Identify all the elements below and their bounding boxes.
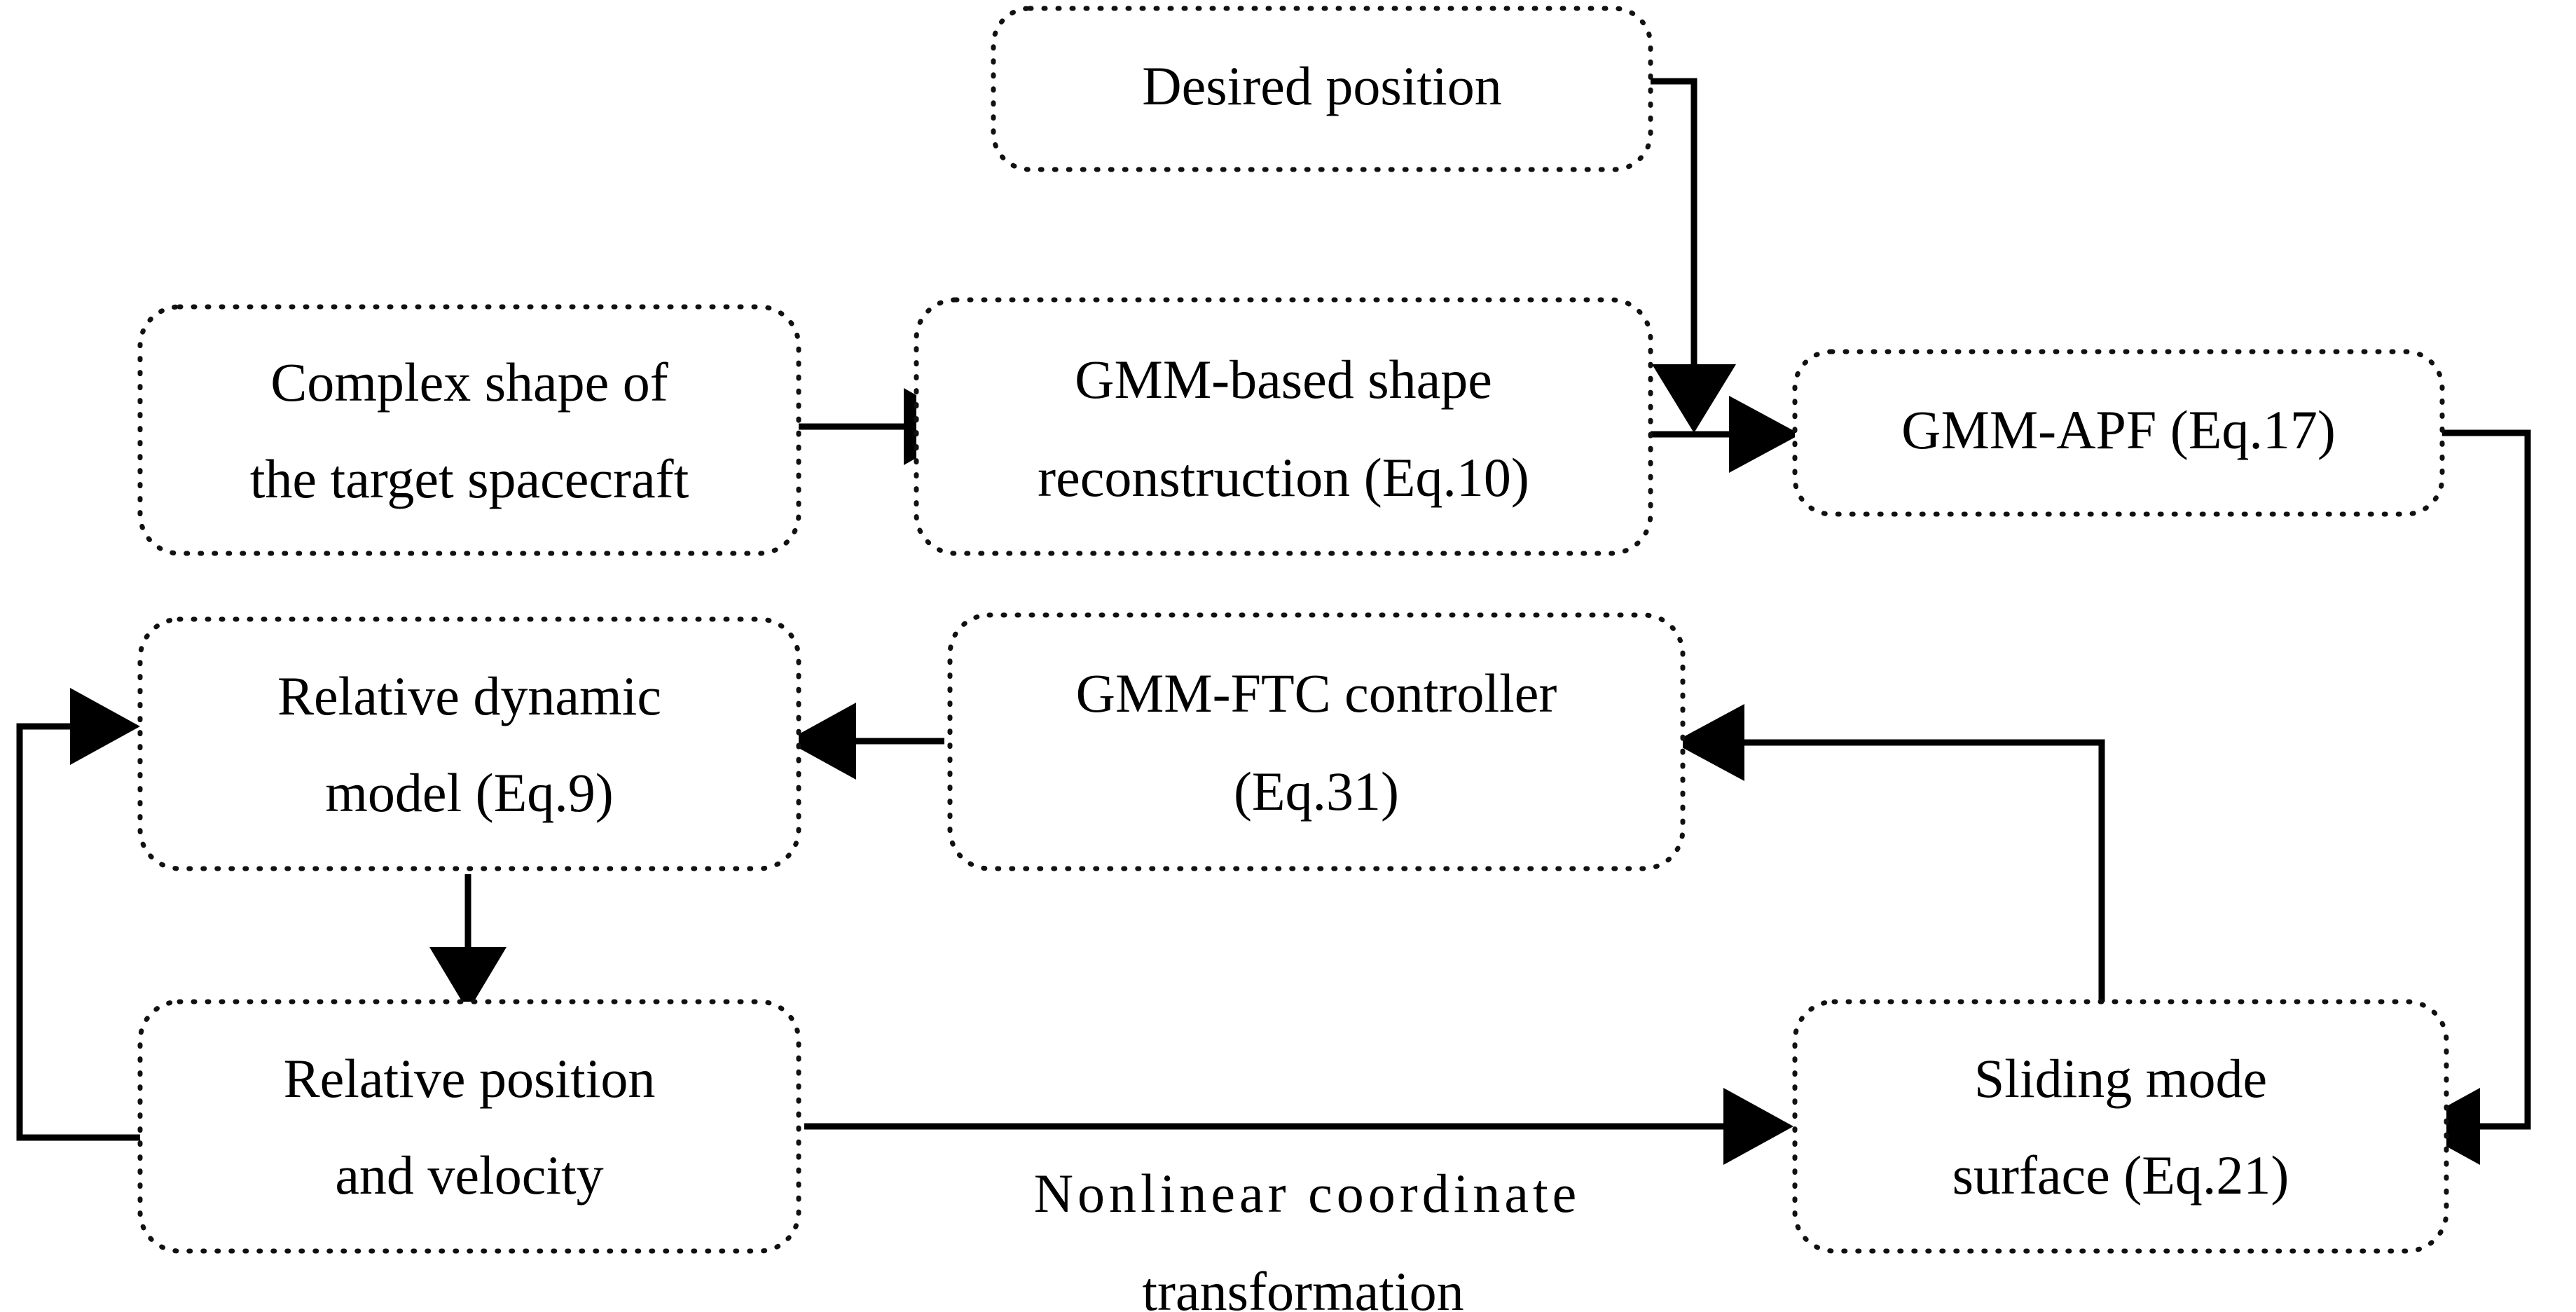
node-box-complex-shape[interactable]	[137, 304, 801, 556]
arrowhead-right-icon	[70, 688, 140, 765]
node-relative-dynamic-model[interactable]: Relative dynamic model (Eq.9)	[137, 616, 801, 871]
node-gmm-ftc-controller[interactable]: GMM-FTC controller (Eq.31)	[947, 612, 1686, 871]
arrowhead-down-icon	[429, 947, 507, 1011]
node-box-desired-position[interactable]	[991, 6, 1653, 172]
edge-dynamic-model-to-states	[429, 874, 507, 1011]
edge-states-to-sliding-surface	[804, 1088, 1793, 1165]
edge-reconstruction-to-apf	[1637, 396, 1800, 473]
node-label-relative-dynamic-model-line2: model (Eq.9)	[325, 762, 614, 823]
edge-label-line1: Nonlinear coordinate	[1034, 1163, 1581, 1224]
node-relative-position-velocity[interactable]: Relative position and velocity	[137, 999, 801, 1254]
node-label-relative-position-velocity-line1: Relative position	[284, 1048, 656, 1109]
node-label-complex-shape-line1: Complex shape of	[270, 352, 668, 413]
node-label-gmm-apf: GMM-APF (Eq.17)	[1901, 399, 2336, 460]
edge-states-feedback-to-dynamic-model	[16, 688, 146, 1141]
node-box-relative-dynamic-model[interactable]	[137, 616, 801, 871]
node-box-gmm-shape-reconstruction[interactable]	[914, 297, 1653, 556]
arrowhead-down-icon	[1652, 364, 1736, 433]
arrowhead-right-icon	[1723, 1088, 1793, 1165]
node-box-relative-position-velocity[interactable]	[137, 999, 801, 1254]
node-label-gmm-ftc-controller-line1: GMM-FTC controller	[1076, 663, 1557, 724]
node-label-relative-dynamic-model-line1: Relative dynamic	[277, 665, 661, 726]
edge-desired-to-apf-link	[1639, 78, 1736, 433]
node-label-gmm-shape-reconstruction-line1: GMM-based shape	[1075, 349, 1492, 410]
node-box-gmm-ftc-controller[interactable]	[947, 612, 1686, 871]
node-label-sliding-mode-surface-line2: surface (Eq.21)	[1952, 1145, 2289, 1206]
node-complex-shape[interactable]: Complex shape of the target spacecraft	[137, 304, 801, 556]
node-label-gmm-shape-reconstruction-line2: reconstruction (Eq.10)	[1038, 447, 1529, 508]
node-label-complex-shape-line2: the target spacecraft	[250, 448, 689, 509]
node-sliding-mode-surface[interactable]: Sliding mode surface (Eq.21)	[1792, 999, 2449, 1254]
node-gmm-shape-reconstruction[interactable]: GMM-based shape reconstruction (Eq.10)	[914, 297, 1653, 556]
edge-label-nonlinear-coordinate-transformation: Nonlinear coordinate transformation	[1034, 1163, 1581, 1312]
node-box-sliding-mode-surface[interactable]	[1792, 999, 2449, 1254]
node-gmm-apf[interactable]: GMM-APF (Eq.17)	[1792, 349, 2445, 517]
arrowhead-left-icon	[1673, 704, 1744, 781]
node-box-gmm-apf[interactable]	[1792, 349, 2445, 517]
node-desired-position[interactable]: Desired position	[991, 6, 1653, 172]
node-label-relative-position-velocity-line2: and velocity	[335, 1145, 603, 1206]
edge-controller-to-dynamic-model	[786, 703, 944, 780]
node-label-gmm-ftc-controller-line2: (Eq.31)	[1234, 761, 1399, 822]
node-label-desired-position: Desired position	[1142, 55, 1501, 116]
arrowhead-left-icon	[786, 703, 856, 780]
edge-sliding-surface-to-controller	[1673, 704, 2105, 1010]
arrowhead-right-icon	[1729, 396, 1800, 473]
node-label-sliding-mode-surface-line1: Sliding mode	[1974, 1048, 2267, 1109]
edge-label-line2: transformation	[1142, 1261, 1463, 1312]
